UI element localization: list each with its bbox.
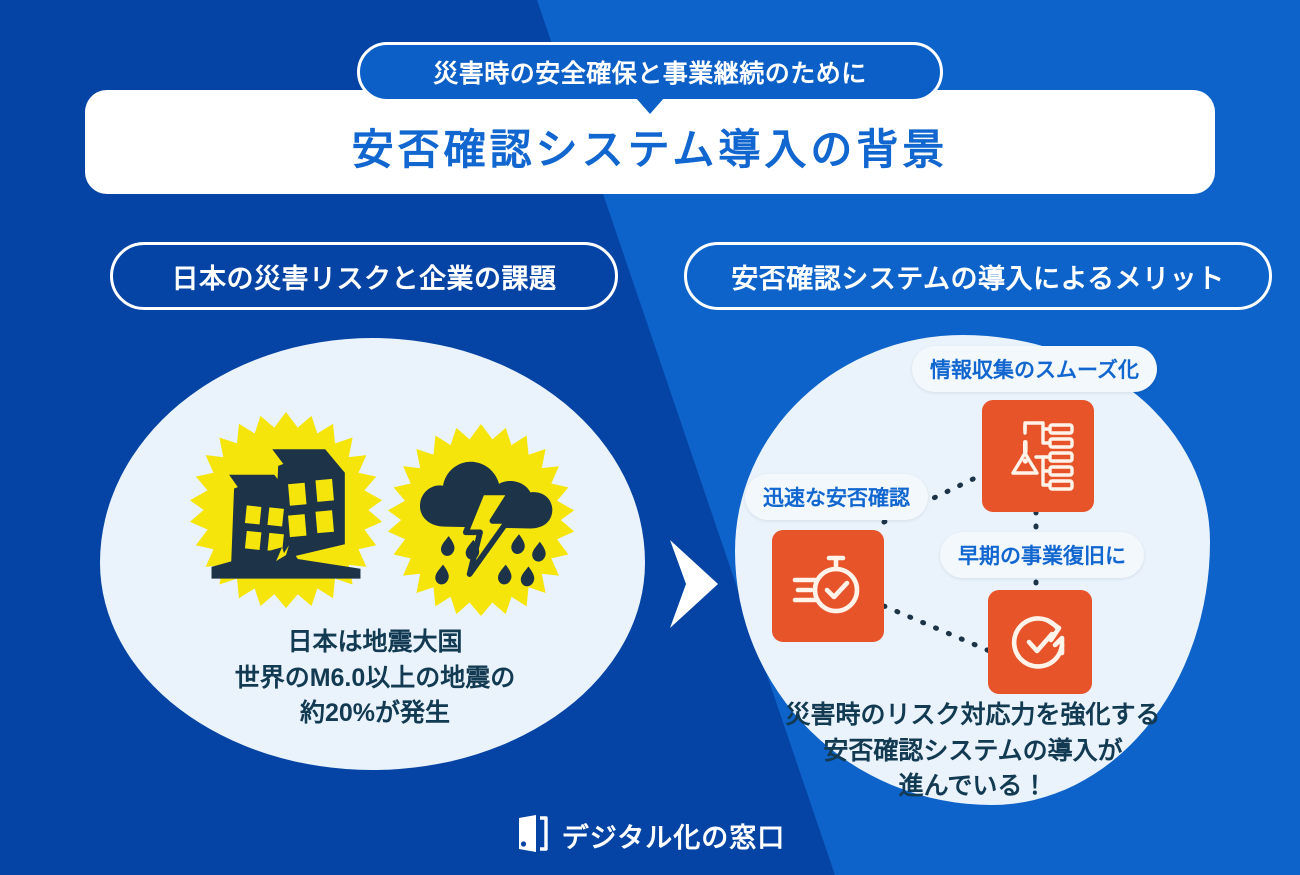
benefit-tag-quick-confirmation: 迅速な安否確認	[745, 474, 928, 520]
section-pill-left: 日本の災害リスクと企業の課題	[110, 242, 618, 310]
benefit-tag-label: 情報収集のスムーズ化	[930, 359, 1139, 382]
footer-logo: デジタル化の窓口	[0, 815, 1300, 855]
alert-flowchart-icon	[1011, 421, 1074, 491]
footer-brand-text: デジタル化の窓口	[561, 822, 786, 853]
section-pill-left-label: 日本の災害リスクと企業の課題	[171, 263, 557, 294]
storm-burst	[386, 424, 576, 616]
header-kicker-badge: 災害時の安全確保と事業継続のために	[357, 42, 943, 102]
section-pill-right-label: 安否確認システムの導入によるメリット	[731, 263, 1225, 294]
benefit-tag-business-recovery: 早期の事業復旧に	[940, 532, 1144, 578]
benefit-tag-info-collection: 情報収集のスムーズ化	[912, 346, 1157, 392]
left-caption: 日本は地震大国 世界のM6.0以上の地震の 約20%が発生	[160, 625, 590, 732]
benefit-tag-label: 迅速な安否確認	[763, 487, 910, 510]
stopwatch-check-icon	[792, 555, 860, 614]
benefit-tag-label: 早期の事業復旧に	[958, 545, 1126, 568]
storm-cloud-lightning-icon	[419, 461, 553, 587]
earthquake-house-icon	[211, 449, 361, 579]
right-caption-line-1: 災害時のリスク対応力を強化する	[785, 701, 1161, 729]
section-pill-right: 安否確認システムの導入によるメリット	[684, 242, 1272, 310]
window-logo-icon	[518, 815, 548, 852]
left-caption-line-1: 日本は地震大国	[287, 628, 463, 656]
right-caption-line-3: 進んでいる！	[898, 772, 1048, 800]
benefit-icon-box-info-collection	[982, 400, 1094, 512]
header-kicker-text: 災害時の安全確保と事業継続のために	[433, 60, 867, 88]
right-caption: 災害時のリスク対応力を強化する 安否確認システムの導入が 進んでいる！	[750, 698, 1196, 805]
left-caption-line-2: 世界のM6.0以上の地震の	[234, 663, 516, 692]
refresh-check-icon	[1011, 616, 1065, 669]
benefit-icon-box-quick-confirmation	[772, 530, 884, 642]
left-caption-line-3: 約20%が発生	[299, 699, 451, 727]
earthquake-burst	[188, 412, 384, 608]
right-caption-line-2: 安否確認システムの導入が	[823, 736, 1123, 765]
page-title: 安否確認システム導入の背景	[351, 125, 949, 173]
benefit-icon-box-business-recovery	[988, 590, 1092, 694]
chevron-right-arrow-icon	[670, 540, 718, 628]
connector-dots-quick-to-recovery	[881, 603, 995, 655]
connector-dots-info-to-recovery	[1033, 509, 1039, 593]
